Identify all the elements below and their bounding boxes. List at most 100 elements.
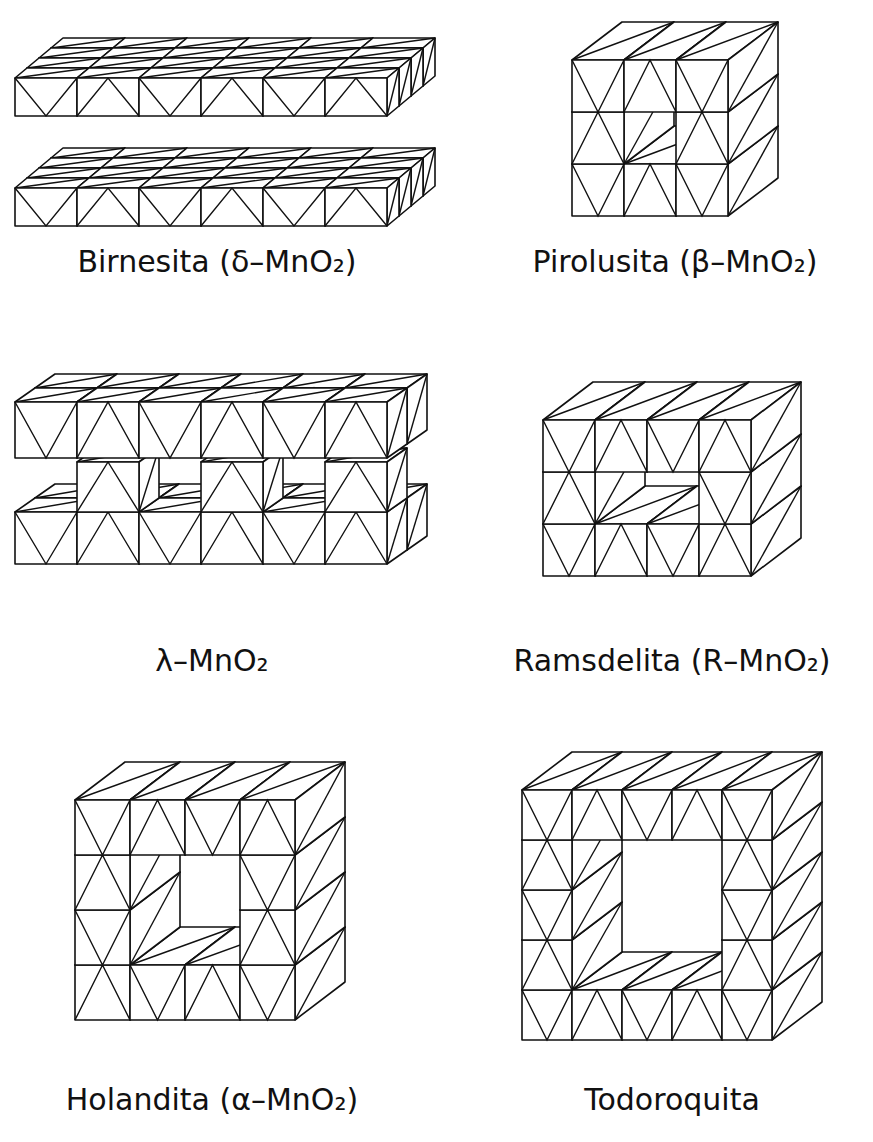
octahedron-front xyxy=(624,164,676,216)
octahedron-edge xyxy=(130,965,185,1020)
hollandite-tunnel xyxy=(75,762,345,1020)
octahedron-edge xyxy=(263,188,325,226)
octahedron-front xyxy=(522,840,572,890)
octahedron-edge xyxy=(139,512,201,564)
octahedron-side xyxy=(387,448,407,512)
octahedron-edge xyxy=(407,374,427,444)
octahedron-edge xyxy=(622,790,672,840)
octahedron-edge xyxy=(622,990,672,1040)
octahedron-edge xyxy=(572,990,622,1040)
octahedron-side xyxy=(387,178,399,226)
octahedron-front xyxy=(201,402,263,458)
octahedron-side xyxy=(728,22,778,112)
octahedron xyxy=(325,388,407,458)
octahedron-edge xyxy=(77,188,139,226)
octahedron-front xyxy=(722,840,772,890)
octahedron-edge xyxy=(543,472,595,524)
octahedron-front xyxy=(543,472,595,524)
structure-caption: Birnesita (δ–MnO₂) xyxy=(77,244,356,280)
octahedron-front xyxy=(325,462,387,512)
octahedron-edge xyxy=(75,910,130,965)
octahedron-front xyxy=(676,60,728,112)
octahedron-edge xyxy=(676,60,728,112)
octahedron-side xyxy=(407,374,427,444)
octahedron-edge xyxy=(672,790,722,840)
octahedron-edge xyxy=(201,512,263,564)
octahedron-edge xyxy=(572,790,622,840)
octahedron-front xyxy=(201,512,263,564)
octahedron-front xyxy=(522,940,572,990)
octahedron-front xyxy=(77,78,139,116)
octahedron-edge xyxy=(77,402,139,458)
octahedron-edge xyxy=(672,990,722,1040)
octahedron-front xyxy=(543,420,595,472)
octahedron-front xyxy=(572,164,624,216)
octahedron-edge xyxy=(325,188,387,226)
octahedron-edge xyxy=(595,524,647,576)
octahedron-side xyxy=(407,484,427,550)
octahedron-edge xyxy=(201,402,263,458)
octahedron-edge xyxy=(77,462,139,512)
octahedron-front xyxy=(595,420,647,472)
octahedron-edge xyxy=(263,78,325,116)
octahedron-edge xyxy=(522,790,572,840)
octahedron-front xyxy=(15,188,77,226)
octahedron-front xyxy=(647,524,699,576)
octahedron-front xyxy=(699,420,751,472)
octahedron-edge xyxy=(423,38,435,86)
octahedron-edge xyxy=(387,68,399,116)
octahedron-front xyxy=(15,78,77,116)
octahedron-edge xyxy=(185,965,240,1020)
octahedron-edge xyxy=(423,148,435,196)
octahedron-front xyxy=(77,512,139,564)
octahedron-front xyxy=(676,164,728,216)
octahedron-edge xyxy=(295,762,345,855)
octahedron-side xyxy=(387,388,407,458)
octahedron-front xyxy=(522,790,572,840)
octahedron-edge xyxy=(722,790,772,840)
octahedron-front xyxy=(77,402,139,458)
octahedron-front xyxy=(139,402,201,458)
octahedron-edge xyxy=(699,472,751,524)
octahedron-front xyxy=(75,965,130,1020)
octahedron-front xyxy=(647,420,699,472)
birnessite-layers xyxy=(15,38,435,226)
octahedron-front xyxy=(130,800,185,855)
octahedron-edge xyxy=(722,990,772,1040)
octahedron-front xyxy=(325,402,387,458)
octahedron-edge xyxy=(572,112,624,164)
octahedron-front xyxy=(622,990,672,1040)
octahedron-front xyxy=(139,188,201,226)
octahedron-edge xyxy=(77,512,139,564)
octahedron-edge xyxy=(139,78,201,116)
octahedron-edge xyxy=(240,855,295,910)
octahedron-edge xyxy=(325,512,387,564)
octahedron-side xyxy=(772,752,822,840)
octahedron-edge xyxy=(772,752,822,840)
octahedron-front xyxy=(325,512,387,564)
octahedron-edge xyxy=(411,158,423,206)
octahedron-front xyxy=(325,188,387,226)
structure-caption: Ramsdelita (R–MnO₂) xyxy=(513,643,830,679)
octahedron-edge xyxy=(624,60,676,112)
octahedron-edge xyxy=(399,58,411,106)
octahedron-edge xyxy=(139,188,201,226)
octahedron-edge xyxy=(240,965,295,1020)
octahedron-edge xyxy=(130,800,185,855)
octahedron-front xyxy=(699,524,751,576)
spinel-framework xyxy=(15,374,427,564)
octahedron xyxy=(325,68,399,116)
octahedron-edge xyxy=(543,420,595,472)
octahedron-front xyxy=(130,965,185,1020)
ramsdellite-tunnel xyxy=(543,382,801,576)
octahedron-edge xyxy=(411,48,423,96)
octahedron-edge xyxy=(728,22,778,112)
octahedron-front xyxy=(240,910,295,965)
octahedron-front xyxy=(622,790,672,840)
octahedron-edge xyxy=(240,800,295,855)
octahedron-edge xyxy=(15,78,77,116)
octahedron-front xyxy=(139,78,201,116)
octahedron-front xyxy=(263,78,325,116)
octahedron xyxy=(699,382,801,472)
octahedron-edge xyxy=(240,910,295,965)
